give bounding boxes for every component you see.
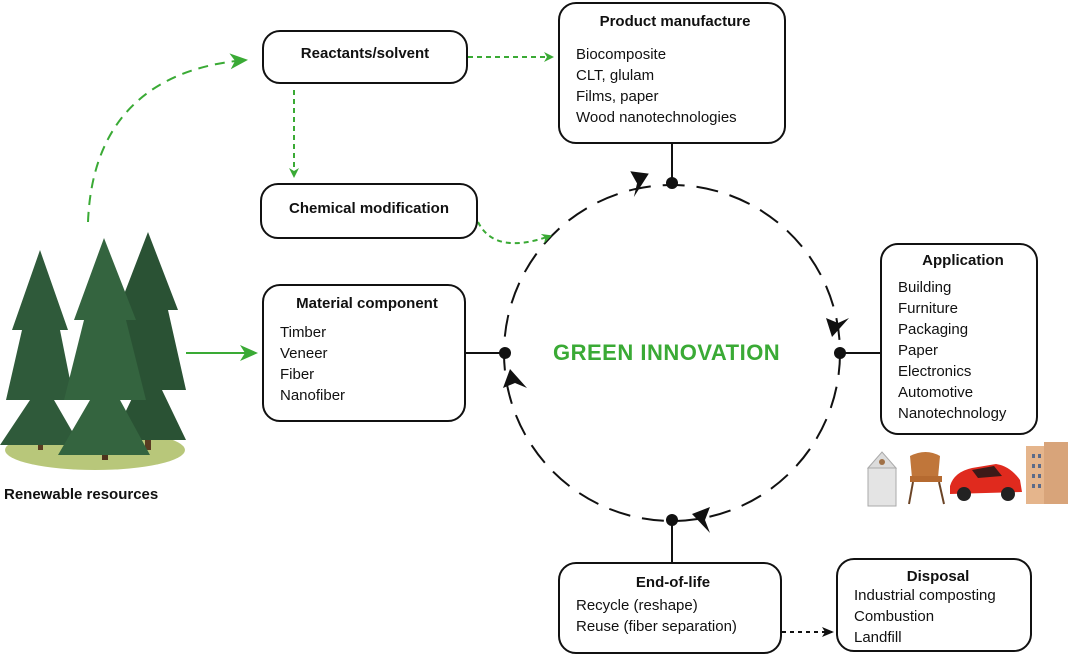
cycle-arrowhead-top (630, 171, 649, 197)
application-item: Building (898, 279, 952, 296)
end-of-life-box: End-of-life Recycle (reshape) Reuse (fib… (558, 562, 782, 654)
application-item: Nanotechnology (898, 405, 1007, 422)
cycle-arrowhead-right (826, 318, 849, 337)
application-item: Packaging (898, 321, 969, 338)
material-component-title: Material component (296, 295, 438, 312)
arrow-chemical-to-cycle (477, 221, 552, 245)
application-item: Furniture (898, 300, 959, 317)
node-bottom (666, 514, 678, 526)
material-component-box: Material component Timber Veneer Fiber N… (262, 284, 466, 422)
end-of-life-title: End-of-life (635, 574, 711, 591)
application-box: Application Building Furniture Packaging… (880, 243, 1038, 435)
disposal-item: Combustion (854, 608, 935, 625)
application-item: Electronics (898, 363, 972, 380)
end-of-life-item: Recycle (reshape) (576, 597, 698, 614)
product-item: Wood nanotechnologies (576, 109, 737, 126)
application-item: Automotive (898, 384, 974, 401)
reactants-box: Reactants/solvent (262, 30, 468, 84)
product-item: Biocomposite (576, 46, 667, 63)
building-icon (1026, 442, 1068, 504)
product-manufacture-box: Product manufacture Biocomposite CLT, gl… (558, 2, 786, 144)
material-item: Veneer (280, 345, 328, 362)
material-item: Timber (280, 324, 327, 341)
arrow-resources-to-reactants (87, 53, 248, 223)
product-item: CLT, glulam (576, 67, 655, 84)
disposal-item: Industrial composting (854, 587, 996, 604)
material-item: Fiber (280, 366, 315, 383)
application-item: Paper (898, 342, 939, 359)
car-icon (950, 464, 1022, 501)
cycle-arrowhead-left (503, 369, 527, 388)
material-item: Nanofiber (280, 387, 346, 404)
node-left (499, 347, 511, 359)
disposal-item: Landfill (854, 629, 902, 646)
disposal-title: Disposal (906, 568, 970, 585)
product-manufacture-title: Product manufacture (599, 13, 751, 30)
cycle-arrowhead-bottom (692, 507, 710, 533)
reactants-title: Reactants/solvent (300, 45, 430, 62)
renewable-resources-label: Renewable resources (4, 486, 159, 503)
disposal-box: Disposal Industrial composting Combustio… (836, 558, 1032, 652)
chemical-modification-box: Chemical modification (260, 183, 478, 239)
end-of-life-item: Reuse (fiber separation) (576, 618, 737, 635)
chemical-modification-title: Chemical modification (288, 200, 450, 217)
application-title: Application (922, 252, 1004, 269)
node-top (666, 177, 678, 189)
product-item: Films, paper (576, 88, 659, 105)
milk-carton-icon (866, 451, 898, 507)
chair-icon (908, 452, 945, 505)
node-right (834, 347, 846, 359)
green-innovation-title: GREEN INNOVATION (553, 340, 781, 365)
tree-icon (0, 232, 186, 470)
